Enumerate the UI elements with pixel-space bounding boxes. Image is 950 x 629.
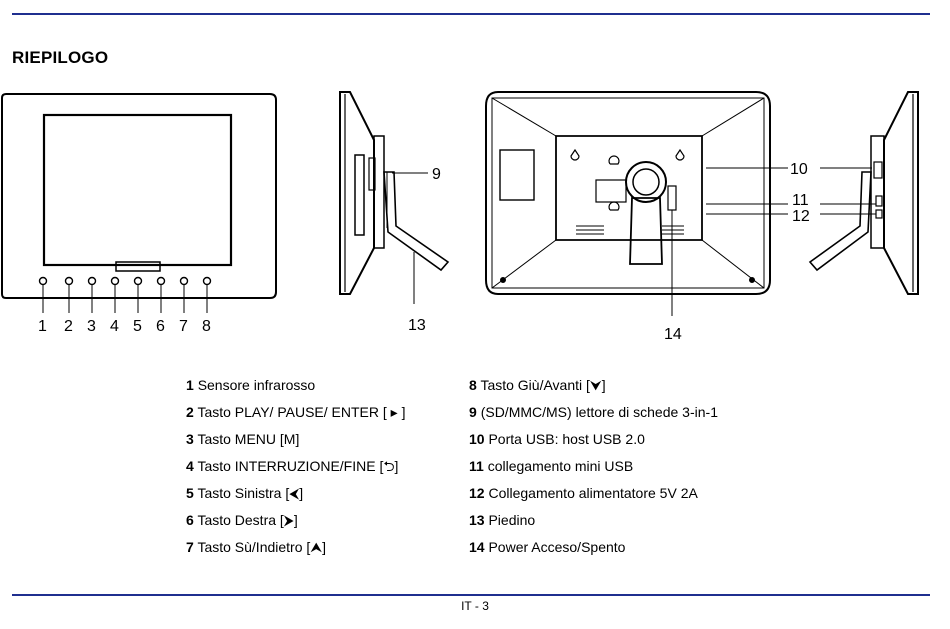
legend-item: 7 Tasto Sù/Indietro [⮝]	[186, 534, 405, 561]
legend-text: Tasto Sù/Indietro [⮝]	[197, 539, 327, 555]
legend-number: 3	[186, 431, 194, 447]
callout-10: 10	[790, 161, 808, 178]
legend-item: 8 Tasto Giù/Avanti [⮟]	[469, 372, 718, 399]
legend-number: 7	[186, 539, 194, 555]
legend-number: 13	[469, 512, 485, 528]
legend-item: 6 Tasto Destra [⮞]	[186, 507, 405, 534]
callout-5: 5	[133, 318, 142, 335]
legend-text: Tasto Sinistra [⮜]	[197, 485, 304, 501]
legend-text: Tasto INTERRUZIONE/FINE [⮌]	[197, 458, 399, 474]
legend-number: 10	[469, 431, 485, 447]
legend-number: 6	[186, 512, 194, 528]
legend-item: 12 Collegamento alimentatore 5V 2A	[469, 480, 718, 507]
callout-7: 7	[179, 318, 188, 335]
callout-4: 4	[110, 318, 119, 335]
legend-item: 13 Piedino	[469, 507, 718, 534]
legend-number: 9	[469, 404, 477, 420]
legend-item: 2 Tasto PLAY/ PAUSE/ ENTER [ ▸ ]	[186, 399, 405, 426]
legend-text: Tasto Giù/Avanti [⮟]	[480, 377, 606, 393]
bottom-rule	[12, 594, 930, 596]
legend-left-column: 1 Sensore infrarosso 2 Tasto PLAY/ PAUSE…	[186, 372, 405, 561]
legend-text: Power Acceso/Spento	[488, 539, 626, 555]
legend-number: 14	[469, 539, 485, 555]
legend-text: Porta USB: host USB 2.0	[488, 431, 645, 447]
back-view	[485, 91, 771, 295]
callout-13: 13	[408, 317, 426, 334]
legend-text: Tasto MENU [M]	[197, 431, 300, 447]
legend-right-column: 8 Tasto Giù/Avanti [⮟] 9 (SD/MMC/MS) let…	[469, 372, 718, 561]
legend-number: 5	[186, 485, 194, 501]
legend-item: 14 Power Acceso/Spento	[469, 534, 718, 561]
legend-text: Tasto Destra [⮞]	[197, 512, 298, 528]
legend-text: collegamento mini USB	[487, 458, 634, 474]
page-number: IT - 3	[461, 599, 489, 613]
callout-1: 1	[38, 318, 47, 335]
section-title: RIEPILOGO	[12, 48, 109, 67]
callout-8: 8	[202, 318, 211, 335]
legend-item: 5 Tasto Sinistra [⮜]	[186, 480, 405, 507]
legend-item: 4 Tasto INTERRUZIONE/FINE [⮌]	[186, 453, 405, 480]
legend-item: 11 collegamento mini USB	[469, 453, 718, 480]
callout-11: 11	[792, 192, 809, 209]
legend-number: 2	[186, 404, 194, 420]
legend-number: 12	[469, 485, 485, 501]
legend-number: 11	[469, 458, 484, 474]
legend-number: 8	[469, 377, 477, 393]
legend-text: Piedino	[488, 512, 536, 528]
callout-6: 6	[156, 318, 165, 335]
back-callouts: 14	[664, 167, 788, 343]
legend-item: 9 (SD/MMC/MS) lettore di schede 3-in-1	[469, 399, 718, 426]
callout-14: 14	[664, 326, 682, 343]
legend-text: Collegamento alimentatore 5V 2A	[488, 485, 698, 501]
legend-text: (SD/MMC/MS) lettore di schede 3-in-1	[480, 404, 718, 420]
callout-12: 12	[792, 208, 810, 225]
legend-item: 10 Porta USB: host USB 2.0	[469, 426, 718, 453]
callout-2: 2	[64, 318, 73, 335]
top-rule	[12, 13, 930, 15]
callout-9: 9	[432, 166, 441, 183]
front-view	[1, 93, 277, 313]
legend-item: 1 Sensore infrarosso	[186, 372, 405, 399]
front-buttons	[38, 276, 212, 286]
legend-text: Sensore infrarosso	[197, 377, 316, 393]
legend-text: Tasto PLAY/ PAUSE/ ENTER [ ▸ ]	[197, 404, 406, 420]
left-side-view	[339, 91, 450, 295]
legend-number: 1	[186, 377, 194, 393]
right-side-view	[808, 91, 919, 295]
callout-3: 3	[87, 318, 96, 335]
product-overview-diagram: 1 2 3 4 5 6 7 8 9 13	[0, 80, 950, 350]
left-side-callouts: 9 13	[392, 166, 441, 334]
legend-item: 3 Tasto MENU [M]	[186, 426, 405, 453]
front-callouts: 1 2 3 4 5 6 7 8	[38, 318, 211, 335]
right-side-callouts: 10 11 12	[790, 161, 876, 225]
legend-number: 4	[186, 458, 194, 474]
